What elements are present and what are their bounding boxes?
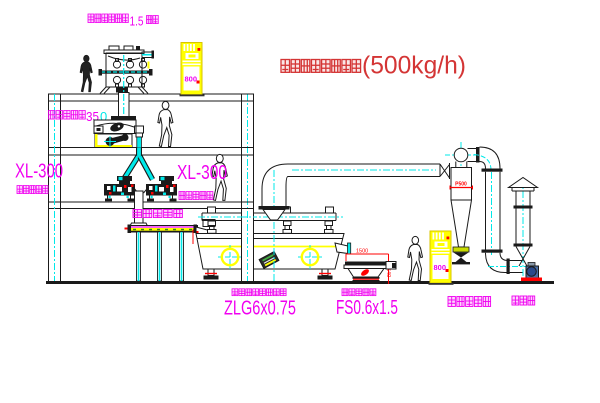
svg-text:1.5: 1.5 [130, 14, 144, 29]
svg-text:XL-300: XL-300 [177, 162, 227, 184]
svg-text:540: 540 [385, 268, 391, 277]
svg-text:1500: 1500 [356, 249, 368, 255]
svg-text:800: 800 [434, 263, 447, 272]
svg-text:0: 0 [100, 109, 107, 124]
svg-text:FS0.6x1.5: FS0.6x1.5 [336, 297, 398, 319]
svg-text:(500kg/h): (500kg/h) [362, 52, 466, 80]
svg-text:ZLG6x0.75: ZLG6x0.75 [224, 298, 296, 320]
svg-text:P500: P500 [455, 182, 467, 188]
svg-text:800: 800 [185, 75, 198, 84]
svg-text:XL-300: XL-300 [15, 161, 63, 183]
